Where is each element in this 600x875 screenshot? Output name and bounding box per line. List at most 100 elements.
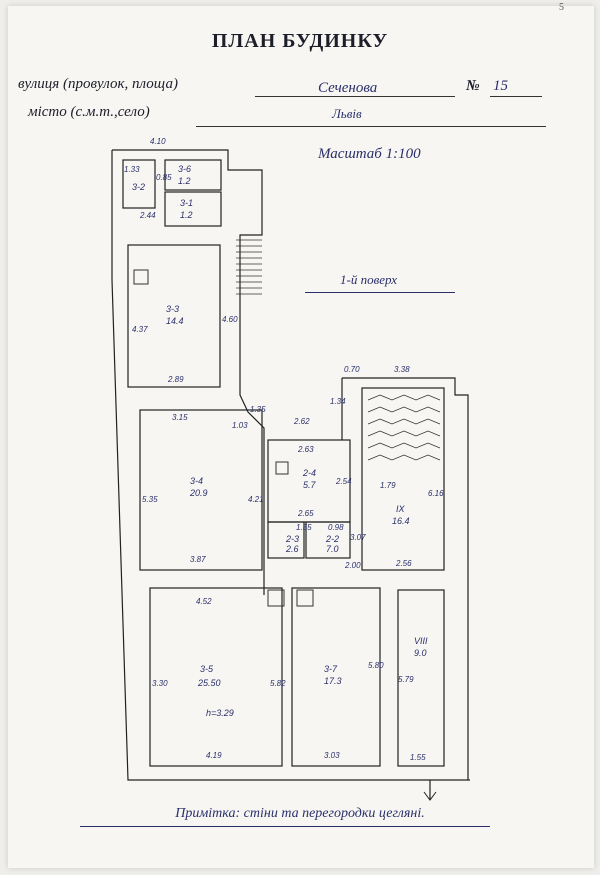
room-id: 3-6 (178, 164, 191, 174)
room-id: 2-3 (285, 534, 299, 544)
wall-room-3-7 (291, 587, 381, 767)
room-id: 3-2 (132, 182, 145, 192)
street-value: Сеченова (318, 80, 378, 96)
dimension-label: 2.65 (297, 509, 314, 518)
dimension-label: 0.70 (344, 365, 360, 374)
dimension-label: 2.56 (395, 559, 412, 568)
note: Примітка: стіни та перегородки цегляні. (175, 806, 425, 821)
wall-room-3-5 (149, 587, 283, 767)
floor-underline (305, 292, 455, 293)
stove-3-5 (267, 589, 285, 607)
dimension-label: 3.30 (152, 679, 168, 688)
dimension-label: 1.79 (380, 481, 396, 490)
dimension-label: 1.55 (296, 523, 312, 532)
room-area: 2.6 (285, 544, 299, 554)
stove-2-4 (275, 461, 289, 475)
room-area: 16.4 (392, 516, 410, 526)
dimension-labels: 4.10 1.33 0.85 2.44 4.37 2.89 4.60 3.15 … (124, 137, 444, 762)
room-id: 3-7 (324, 664, 338, 674)
document-sheet (8, 6, 594, 868)
dimension-label: 0.85 (156, 173, 172, 182)
entrance-arrow (423, 791, 437, 801)
dimension-label: 0.98 (328, 523, 344, 532)
dimension-label: 1.03 (232, 421, 248, 430)
wall-outline-bottom (111, 150, 470, 781)
dimension-label: 4.10 (150, 137, 166, 146)
street-label: вулиця (провулок, площа) (18, 76, 178, 92)
dimension-label: 2.62 (293, 417, 310, 426)
street-underline (255, 96, 455, 97)
room-id: VIII (414, 636, 428, 646)
wall-room-IX (361, 387, 445, 571)
room-id: 3-3 (166, 304, 179, 314)
dimension-label: 5.35 (142, 495, 158, 504)
floor-label: 1-й поверх (340, 272, 398, 287)
wall-outline-left (112, 149, 265, 595)
dimension-label: 4.21 (248, 495, 264, 504)
dimension-label: 3.07 (350, 533, 366, 542)
dimension-label: 2.54 (335, 477, 352, 486)
wall-room-3-1 (164, 191, 222, 227)
room-area: 1.2 (180, 210, 193, 220)
room-area: 7.0 (326, 544, 339, 554)
dimension-label: 1.33 (124, 165, 140, 174)
dimension-label: 3.03 (324, 751, 340, 760)
room-id: 3-1 (180, 198, 193, 208)
number-value: 15 (493, 78, 508, 94)
room-labels: 3-6 1.2 3-2 3-1 1.2 3-3 14.4 3-4 20.9 2-… (132, 164, 428, 718)
room-area: 14.4 (166, 316, 184, 326)
dimension-label: 1.35 (250, 405, 266, 414)
dimension-label: 1.34 (330, 397, 346, 406)
room-id: 2-2 (325, 534, 339, 544)
stairs-right (367, 394, 441, 461)
stove-3-7 (296, 589, 314, 607)
number-underline (490, 96, 542, 97)
room-area: 9.0 (414, 648, 427, 658)
room-id: 3-5 (200, 664, 214, 674)
plan-walls (111, 149, 470, 781)
dimension-label: 2.00 (344, 561, 361, 570)
dimension-label: 5.79 (398, 675, 414, 684)
note-underline (80, 826, 490, 827)
dimension-label: 4.60 (222, 315, 238, 324)
dimension-label: 4.19 (206, 751, 222, 760)
room-area: 17.3 (324, 676, 342, 686)
dimension-label: 3.87 (190, 555, 206, 564)
number-label: № (466, 78, 480, 94)
room-id: 3-4 (190, 476, 203, 486)
dimension-label: 4.52 (196, 597, 212, 606)
room-area: 5.7 (303, 480, 317, 490)
dimension-label: 1.55 (410, 753, 426, 762)
wall-room-3-6 (164, 159, 222, 191)
room-area: 25.50 (197, 678, 221, 688)
room-area: 1.2 (178, 176, 191, 186)
wall-room-2-2 (305, 521, 351, 559)
city-value: Львів (332, 106, 362, 121)
wall-room-3-3 (127, 244, 221, 388)
wall-room-VIII (397, 589, 445, 767)
stove-3-3 (133, 269, 149, 285)
dimension-label: 3.15 (172, 413, 188, 422)
room-id: IX (396, 504, 406, 514)
dimension-label: 5.80 (368, 661, 384, 670)
dimension-label: 6.16 (428, 489, 444, 498)
wall-outline-right (342, 377, 469, 780)
wall-room-2-3 (267, 521, 305, 559)
stairs-left (236, 239, 262, 295)
wall-room-3-2 (122, 159, 156, 209)
dimension-label: 4.37 (132, 325, 148, 334)
page-mark: 5 (559, 2, 564, 13)
city-label: місто (с.м.т.,село) (28, 104, 150, 120)
room-area: 20.9 (189, 488, 208, 498)
scale-label: Масштаб 1:100 (318, 146, 421, 162)
room-height: h=3.29 (206, 708, 234, 718)
dimension-label: 5.82 (270, 679, 286, 688)
room-id: 2-4 (302, 468, 316, 478)
city-underline (196, 126, 546, 127)
document-title: ПЛАН БУДИНКУ (211, 30, 389, 52)
dimension-label: 2.89 (167, 375, 184, 384)
dimension-label: 3.38 (394, 365, 410, 374)
wall-room-3-4 (139, 409, 263, 571)
dimension-label: 2.63 (297, 445, 314, 454)
